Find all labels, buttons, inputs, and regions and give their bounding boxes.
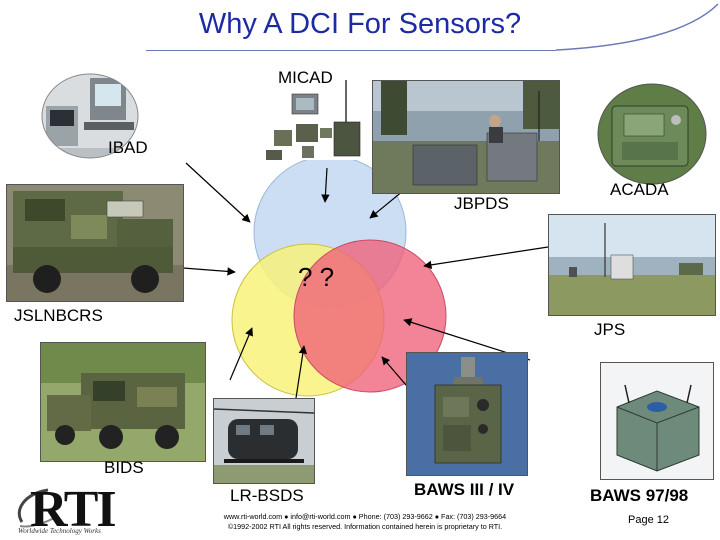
jslnbcrs-vehicle-photo	[40, 342, 206, 462]
arrow-bids	[230, 328, 252, 380]
label-baws-iii-iv: BAWS III / IV	[414, 480, 514, 500]
baws-97-98-photo	[600, 362, 714, 480]
label-lr-bsds: LR-BSDS	[230, 486, 304, 506]
micad-photo	[262, 80, 372, 166]
footer: www.rti-world.com ● info@rti-world.com ●…	[184, 512, 546, 533]
arrow-micad	[325, 168, 327, 202]
label-jbpds: JBPDS	[454, 194, 509, 214]
footer-copyright: ©1992-2002 RTI All rights reserved. Info…	[184, 522, 546, 532]
page-number: Page 12	[628, 514, 669, 526]
label-ibad: IBAD	[108, 138, 148, 158]
label-jslnbcrs: JSLNBCRS	[14, 306, 103, 326]
label-baws-97-98: BAWS 97/98	[590, 486, 688, 506]
jbpds-photo	[372, 80, 560, 194]
arrow-lrbsds	[296, 346, 304, 398]
label-acada: ACADA	[610, 180, 669, 200]
baws-iii-iv-photo	[406, 352, 528, 476]
label-bids: BIDS	[104, 458, 144, 478]
rti-logo-tagline: Worldwide Technology Works	[18, 527, 101, 535]
hmmwv-shelter-photo	[6, 184, 184, 302]
venn-center-label: ? ?	[298, 262, 334, 293]
lr-bsds-helicopter-photo	[213, 398, 315, 484]
label-jps: JPS	[594, 320, 625, 340]
arrow-ibad	[186, 163, 250, 222]
footer-contact: www.rti-world.com ● info@rti-world.com ●…	[184, 512, 546, 522]
rti-logo: RTI Worldwide Technology Works	[14, 484, 134, 536]
acada-photo	[596, 82, 708, 186]
acada-field-photo	[548, 214, 716, 316]
label-micad: MICAD	[278, 68, 333, 88]
arrow-hmmwv	[183, 268, 235, 272]
arrow-acada	[424, 247, 548, 266]
